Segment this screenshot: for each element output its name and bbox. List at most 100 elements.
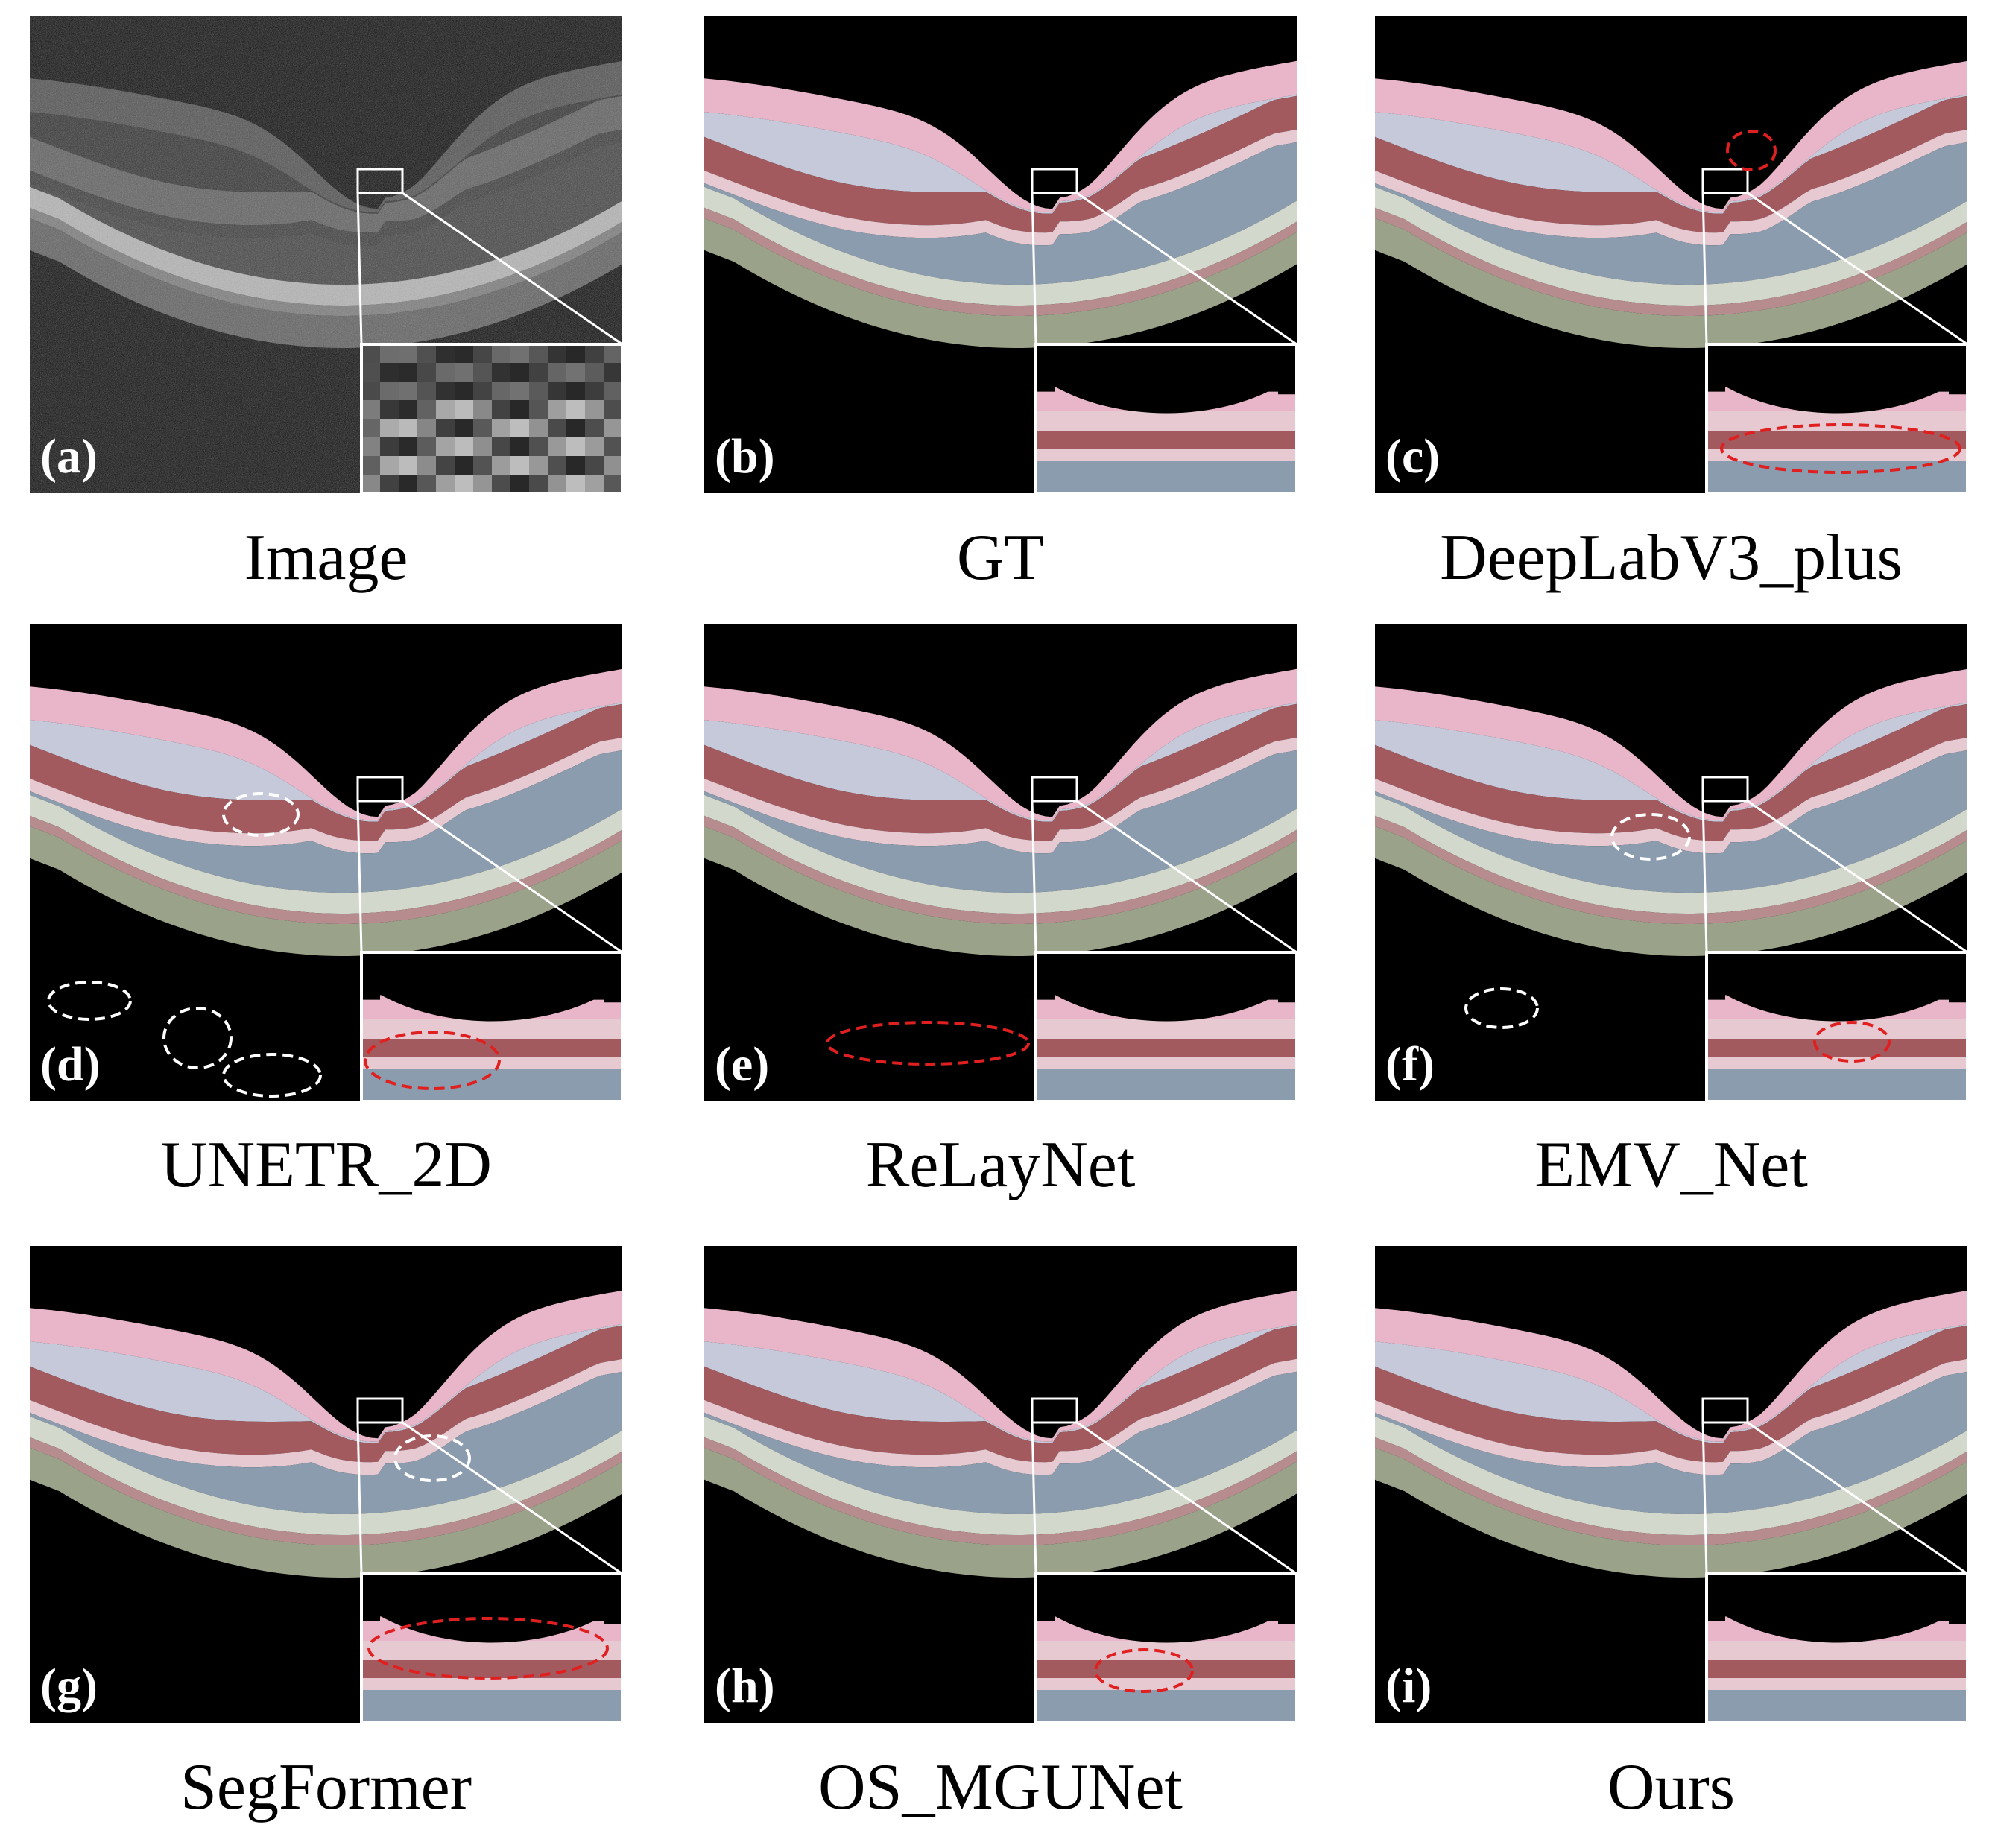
retinal-layer-0 bbox=[1375, 668, 1967, 820]
panel-h-label: (h) bbox=[715, 1659, 775, 1713]
retinal-layer-5 bbox=[1375, 186, 1967, 306]
panel-i-ours: (i) bbox=[1375, 1246, 1967, 1723]
caption-h: OS_MGUNet bbox=[818, 1751, 1183, 1823]
inset-band-4 bbox=[1036, 461, 1297, 493]
retinal-layer-3 bbox=[1375, 129, 1967, 246]
retinal-layer-0 bbox=[704, 60, 1297, 212]
retinal-layer-6 bbox=[1375, 207, 1967, 316]
caption-g: SegFormer bbox=[180, 1751, 472, 1823]
zoom-inset bbox=[1705, 343, 1967, 493]
panel-b-graphic bbox=[704, 16, 1297, 493]
zoom-inset bbox=[360, 343, 622, 493]
error-marker-white bbox=[1464, 987, 1539, 1029]
panel-c-graphic bbox=[1375, 16, 1967, 493]
panel-e-graphic bbox=[704, 624, 1297, 1101]
caption-f: EMV_Net bbox=[1534, 1129, 1808, 1201]
retinal-layer-7 bbox=[704, 1447, 1297, 1578]
caption-c: DeepLabV3_plus bbox=[1440, 522, 1903, 594]
error-marker-red bbox=[367, 1617, 609, 1680]
inset-band-1 bbox=[1707, 1641, 1967, 1660]
retinal-layer-7 bbox=[704, 218, 1297, 348]
inset-band-3 bbox=[1707, 449, 1967, 461]
retinal-layer-1 bbox=[1375, 702, 1967, 822]
panel-h-graphic bbox=[704, 1246, 1297, 1723]
error-marker-white bbox=[47, 981, 132, 1021]
retinal-layer-3 bbox=[704, 129, 1297, 246]
panel-e-label: (e) bbox=[715, 1037, 770, 1092]
inset-band-3 bbox=[1036, 449, 1297, 461]
retinal-layer-1 bbox=[704, 702, 1297, 822]
panel-h-os-mgunet: (h) bbox=[704, 1246, 1297, 1723]
panel-a-graphic bbox=[30, 16, 622, 493]
zoom-source-box bbox=[1701, 776, 1749, 803]
retinal-layer-5 bbox=[704, 794, 1297, 914]
inset-band-3 bbox=[1707, 1057, 1967, 1069]
error-marker-white bbox=[162, 1007, 233, 1069]
inset-band-4 bbox=[1707, 1690, 1967, 1723]
retinal-layer-0 bbox=[704, 1290, 1297, 1442]
zoom-inset bbox=[1034, 951, 1297, 1101]
retinal-layer-4 bbox=[30, 1371, 622, 1514]
retinal-layer-2 bbox=[1375, 1325, 1967, 1463]
panel-i-label: (i) bbox=[1385, 1659, 1432, 1713]
retinal-layer-2 bbox=[704, 95, 1297, 233]
panel-a-label: (a) bbox=[40, 429, 98, 484]
inset-band-1 bbox=[1707, 411, 1967, 431]
retinal-layer-5 bbox=[1375, 794, 1967, 914]
panel-f-emv-net: (f) bbox=[1375, 624, 1967, 1101]
retinal-layer-6 bbox=[704, 207, 1297, 316]
inset-band-2 bbox=[1036, 1660, 1297, 1678]
retinal-layer-0 bbox=[704, 668, 1297, 820]
panel-f-graphic bbox=[1375, 624, 1967, 1101]
panel-b-label: (b) bbox=[715, 429, 775, 484]
caption-b: GT bbox=[956, 522, 1045, 594]
panel-d-unetr-2d: (d) bbox=[30, 624, 622, 1101]
retinal-layer-3 bbox=[1375, 737, 1967, 854]
retinal-layer-2 bbox=[704, 1325, 1297, 1463]
error-marker-red bbox=[1813, 1021, 1891, 1063]
retinal-layer-3 bbox=[704, 737, 1297, 854]
retinal-layer-6 bbox=[1375, 815, 1967, 924]
inset-band-4 bbox=[1707, 1069, 1967, 1101]
retinal-layer-7 bbox=[30, 826, 622, 956]
retinal-layer-1 bbox=[1375, 94, 1967, 214]
retinal-layer-5 bbox=[30, 794, 622, 914]
error-marker-red bbox=[1094, 1648, 1194, 1693]
inset-band-4 bbox=[361, 1069, 622, 1101]
retinal-layer-3 bbox=[704, 1358, 1297, 1475]
retinal-layer-2 bbox=[30, 1325, 622, 1463]
retinal-layer-2 bbox=[1375, 703, 1967, 841]
error-marker-white bbox=[393, 1434, 471, 1482]
inset-band-3 bbox=[1707, 1678, 1967, 1690]
zoom-inset bbox=[1034, 1572, 1297, 1723]
panel-c-label: (c) bbox=[1385, 429, 1441, 484]
error-marker-red bbox=[1726, 130, 1777, 171]
retinal-layer-7 bbox=[704, 826, 1297, 956]
panel-g-segformer: (g) bbox=[30, 1246, 622, 1723]
caption-a: Image bbox=[244, 522, 408, 594]
retinal-layer-1 bbox=[30, 702, 622, 822]
retinal-layer-3 bbox=[30, 1358, 622, 1475]
zoom-source-box bbox=[356, 776, 404, 803]
panel-g-label: (g) bbox=[40, 1659, 98, 1713]
error-marker-red bbox=[1720, 423, 1961, 474]
retinal-layer-7 bbox=[1375, 218, 1967, 348]
panel-i-graphic bbox=[1375, 1246, 1967, 1723]
zoom-inset bbox=[1705, 1572, 1967, 1723]
retinal-layer-0 bbox=[30, 668, 622, 820]
caption-i: Ours bbox=[1607, 1751, 1736, 1823]
inset-band-1 bbox=[1707, 1019, 1967, 1039]
retinal-layer-5 bbox=[704, 1416, 1297, 1535]
zoom-source-box bbox=[356, 168, 404, 194]
inset-band-1 bbox=[1036, 411, 1297, 431]
error-marker-white bbox=[1610, 813, 1691, 861]
zoom-source-box bbox=[356, 1397, 404, 1424]
retinal-layer-2 bbox=[704, 703, 1297, 841]
zoom-inset bbox=[1705, 951, 1967, 1101]
error-marker-red bbox=[826, 1021, 1030, 1066]
retinal-layer-6 bbox=[704, 815, 1297, 924]
inset-band-2 bbox=[1707, 431, 1967, 449]
zoom-inset bbox=[360, 951, 622, 1101]
retinal-layer-1 bbox=[704, 1323, 1297, 1443]
zoom-inset bbox=[360, 1572, 622, 1723]
